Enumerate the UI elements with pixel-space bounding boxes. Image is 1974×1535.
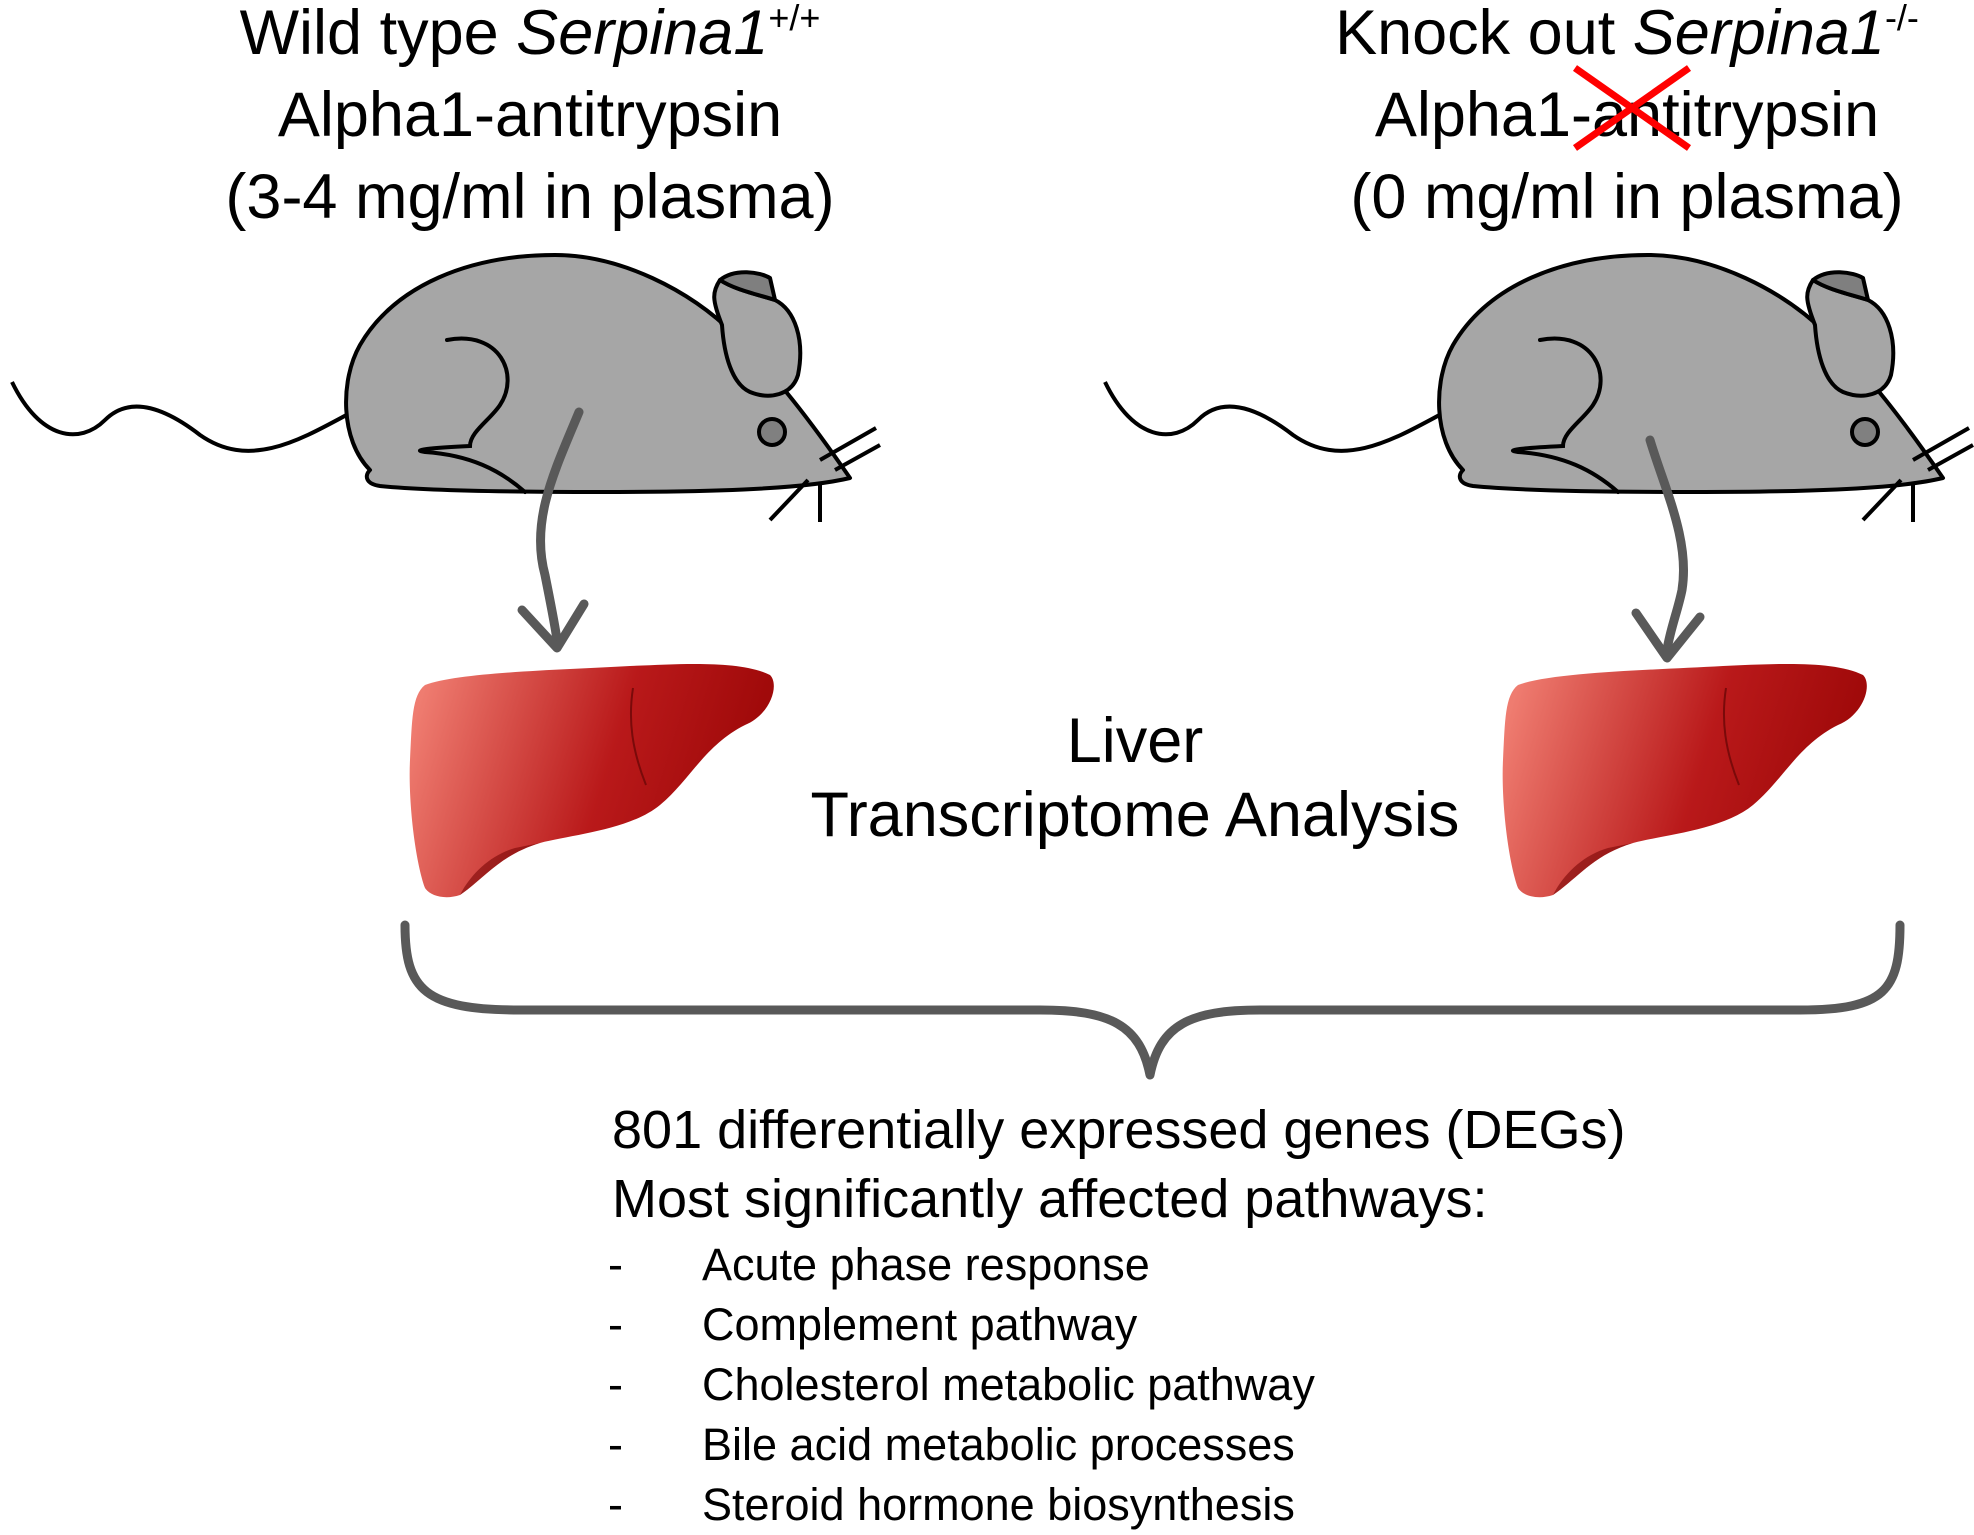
wild-type-header: Wild type Serpina1+/+ Alpha1-antitrypsin… xyxy=(150,0,910,238)
center-label-line1: Liver xyxy=(1066,706,1204,776)
wild-type-liver-icon xyxy=(408,662,775,899)
center-label: Liver Transcriptome Analysis xyxy=(760,704,1510,852)
wild-type-protein: Alpha1-antitrypsin xyxy=(277,80,783,150)
wild-type-genotype-line: Wild type Serpina1+/+ xyxy=(150,0,910,74)
red-cross-icon xyxy=(1573,65,1692,151)
knockout-genotype: -/- xyxy=(1884,0,1919,38)
knockout-protein: Alpha1-antitrypsin xyxy=(1247,65,1974,156)
wild-type-mouse-icon xyxy=(10,253,882,524)
center-label-line2: Transcriptome Analysis xyxy=(810,780,1460,850)
wild-type-plasma-level: (3-4 mg/ml in plasma) xyxy=(225,162,835,232)
knockout-liver-icon xyxy=(1501,662,1868,899)
grouping-brace xyxy=(400,920,1905,1080)
pathways-heading: Most significantly affected pathways: xyxy=(612,1169,1488,1229)
wild-type-genotype: +/+ xyxy=(768,0,821,38)
knockout-plasma-level: (0 mg/ml in plasma) xyxy=(1350,162,1904,232)
wild-type-arrow xyxy=(517,407,589,653)
knockout-mouse-icon xyxy=(1103,253,1974,524)
knockout-gene: Serpina1 xyxy=(1632,0,1885,68)
knockout-arrow xyxy=(1631,435,1705,663)
degs-summary: 801 differentially expressed genes (DEGs… xyxy=(612,1100,1626,1160)
knockout-genotype-line: Knock out Serpina1-/- xyxy=(1247,0,1974,74)
wild-type-gene: Serpina1 xyxy=(516,0,769,68)
knockout-header: Knock out Serpina1-/- Alpha1-antitrypsin… xyxy=(1247,0,1974,238)
